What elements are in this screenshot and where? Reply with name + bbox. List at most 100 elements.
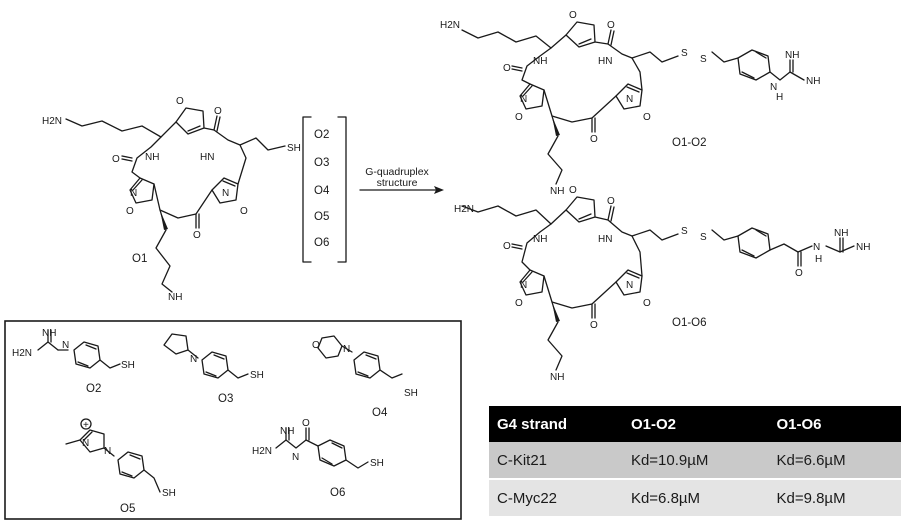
oxazole-o-label: O [176,96,184,107]
fragment-label: O5 [120,503,135,515]
amine-label: H2N [440,20,460,31]
thiol-label: SH [404,388,418,399]
imine-label: NH [785,50,799,61]
fragment-label: O6 [330,487,345,499]
carbonyl-o-label: O [607,196,615,207]
oxazole-n-label: N [520,280,527,291]
table-cell: C-Kit21 [489,442,623,480]
sulfur-label: S [681,226,688,237]
arrow-label-line2: structure [377,177,418,189]
sulfur-label: S [700,54,707,65]
compound-o1: H2N O O NH HN O SH N O N O O NH O1 [42,96,301,303]
imine-label: NH [834,228,848,239]
bracket-item: O4 [314,185,330,197]
thiol-label: SH [162,488,176,499]
hn-label: N [770,82,777,93]
kd-table: G4 strand O1-O2 O1-O6 C-Kit21 Kd=10.9µM … [489,406,901,518]
oxazole-n-label: N [626,280,633,291]
compound-label-o1-o2: O1-O2 [672,137,707,149]
bracket-item: O5 [314,211,329,223]
oxazole-o-label: O [569,185,577,196]
table-cell: Kd=6.6µM [768,442,901,480]
hn-label: HN [200,152,214,163]
oxazole-n-label: N [626,94,633,105]
nh-label: N [292,452,299,463]
carbonyl-o-label: O [590,134,598,145]
carbonyl-o-label: O [302,418,310,429]
amine-label: NH [168,292,182,303]
fragment-o5: + N N SH O5 [65,418,176,515]
n-label: N [82,438,89,449]
column-header-g4-strand: G4 strand [489,406,623,442]
oxazole-o-label: O [643,298,651,309]
carbonyl-o-label: O [193,230,201,241]
carbonyl-o-label: O [590,320,598,331]
table-header-row: G4 strand O1-O2 O1-O6 [489,406,901,442]
n-label: N [343,344,350,355]
sulfur-label: S [700,232,707,243]
fragment-legend-panel: NH H2N N SH O2 N SH O3 [4,320,462,520]
oxazole-n-label: N [130,188,137,199]
thiol-label: SH [250,370,264,381]
carbonyl-o-label: O [503,241,511,252]
oxazole-n-label: N [222,188,229,199]
amine-label: NH [550,186,564,197]
fragment-label: O3 [218,393,233,405]
oxazole-o-label: O [126,206,134,217]
column-header-o1-o2: O1-O2 [622,406,769,442]
compound-o1-o6: H2N O O NH HN O S S O N H NH NH N O N O … [454,185,870,383]
n-label: N [190,354,197,365]
compound-label-o1: O1 [132,253,147,265]
amine-label: H2N [252,446,272,457]
bracket-item: O2 [314,129,329,141]
amine-label: H2N [12,348,32,359]
compound-o1-o2: H2N O O NH HN O S S NH N H NH N O N O O … [440,10,820,197]
oxazole-o-label: O [240,206,248,217]
oxazole-n-label: N [520,94,527,105]
bracket-item: O6 [314,237,329,249]
fragment-label: O2 [86,383,101,395]
carbonyl-o-label: O [214,106,222,117]
reagent-bracket: O2 O3 O4 O5 O6 [302,116,347,263]
arrow-label-line1: G-quadruplex [365,166,429,178]
thiol-label: SH [287,143,301,154]
carbonyl-o-label: O [795,268,803,279]
table-row: C-Myc22 Kd=6.8µM Kd=9.8µM [489,479,901,518]
amine-label: NH [806,76,820,87]
imine-label: NH [280,426,294,437]
compound-label-o1-o6: O1-O6 [672,317,707,329]
oxazole-o-label: O [643,112,651,123]
thiol-label: SH [121,360,135,371]
nh-label: NH [533,234,547,245]
imine-label: NH [42,328,56,339]
amine-label: H2N [454,204,474,215]
fragment-o6: NH O H2N N SH O6 [252,418,384,499]
hn-label: H [776,92,783,103]
carbonyl-o-label: O [503,63,511,74]
hn-label: H [815,254,822,265]
fragment-o4: O N SH O4 [312,335,418,419]
fragment-o2: NH H2N N SH O2 [12,328,135,395]
nh-label: NH [145,152,159,163]
fragment-label: O4 [372,407,388,419]
fragment-o3: N SH O3 [163,333,264,405]
amine-label: H2N [42,116,62,127]
oxazole-o-label: O [515,298,523,309]
amine-label: NH [550,372,564,383]
table-cell: Kd=6.8µM [622,479,769,518]
hn-label: N [813,242,820,253]
reaction-arrow: G-quadruplex structure [359,166,444,194]
o-label: O [312,340,320,351]
carbonyl-o-label: O [112,154,120,165]
plus-charge: + [83,420,89,431]
table-cell: C-Myc22 [489,479,623,518]
sulfur-label: S [681,48,688,59]
hn-label: HN [598,56,612,67]
n-label: N [104,446,111,457]
thiol-label: SH [370,458,384,469]
table-row: C-Kit21 Kd=10.9µM Kd=6.6µM [489,442,901,480]
table-cell: Kd=10.9µM [622,442,769,480]
nh-label: NH [533,56,547,67]
oxazole-o-label: O [569,10,577,21]
